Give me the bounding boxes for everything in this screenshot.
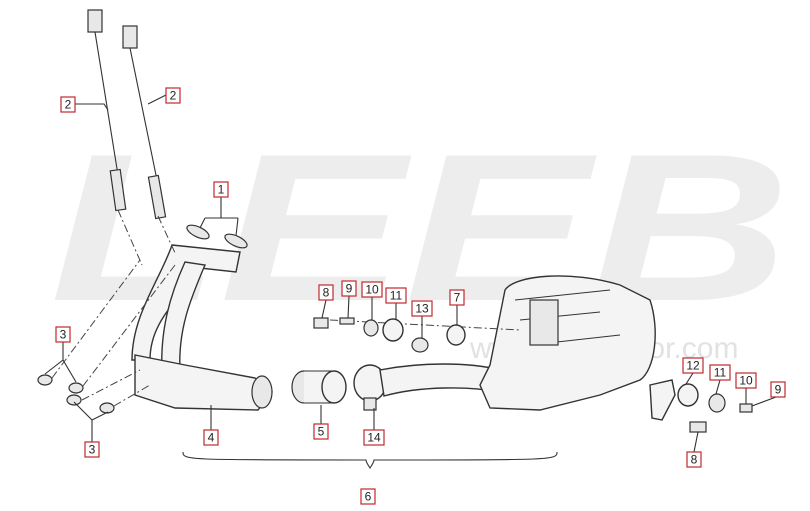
svg-text:2: 2 <box>170 89 177 103</box>
svg-text:11: 11 <box>390 289 403 303</box>
callout-2-left: 2 <box>60 96 76 113</box>
exhaust-clamp <box>353 364 387 411</box>
callout-11-left: 11 <box>385 287 407 304</box>
callout-3-top: 3 <box>55 326 71 343</box>
svg-text:4: 4 <box>208 431 215 445</box>
callout-9-right: 9 <box>770 381 786 398</box>
callout-4: 4 <box>203 429 219 446</box>
callout-7: 7 <box>449 289 465 306</box>
svg-text:5: 5 <box>318 425 325 439</box>
svg-text:10: 10 <box>739 374 753 388</box>
svg-text:9: 9 <box>346 282 353 296</box>
svg-text:14: 14 <box>367 431 381 445</box>
mount-hardware-left <box>313 317 466 353</box>
callout-6: 6 <box>360 488 376 505</box>
callout-5: 5 <box>313 423 329 440</box>
callout-13: 13 <box>411 300 433 317</box>
stud-nuts <box>37 374 115 414</box>
callout-3-bottom: 3 <box>84 441 100 458</box>
svg-text:13: 13 <box>415 302 429 316</box>
svg-text:6: 6 <box>365 490 372 504</box>
svg-text:8: 8 <box>691 453 698 467</box>
callout-10-left: 10 <box>361 281 383 298</box>
callout-14: 14 <box>363 429 385 446</box>
svg-text:3: 3 <box>89 443 96 457</box>
svg-text:9: 9 <box>775 383 782 397</box>
oxygen-sensor-left <box>87 9 127 212</box>
exhaust-header-pipes <box>131 244 273 411</box>
svg-text:8: 8 <box>323 286 330 300</box>
callout-1: 1 <box>213 181 229 198</box>
connecting-sleeve <box>291 370 347 404</box>
svg-text:10: 10 <box>365 283 379 297</box>
svg-text:2: 2 <box>65 98 72 112</box>
svg-text:3: 3 <box>60 328 67 342</box>
svg-text:11: 11 <box>714 366 727 380</box>
callout-2-right: 2 <box>165 87 181 104</box>
callout-9-left: 9 <box>341 280 357 297</box>
svg-text:12: 12 <box>686 359 700 373</box>
gasket-right <box>224 233 248 249</box>
leader-lines <box>44 94 777 469</box>
svg-text:7: 7 <box>454 291 461 305</box>
muffler-assembly <box>329 275 656 411</box>
callout-10-right: 10 <box>735 372 757 389</box>
callout-12: 12 <box>682 357 704 374</box>
callout-8-right: 8 <box>686 451 702 468</box>
callout-8-left: 8 <box>318 284 334 301</box>
svg-text:1: 1 <box>218 183 225 197</box>
callout-11-right: 11 <box>709 364 731 381</box>
mount-hardware-right <box>649 379 753 433</box>
oxygen-sensor-right <box>122 25 167 220</box>
